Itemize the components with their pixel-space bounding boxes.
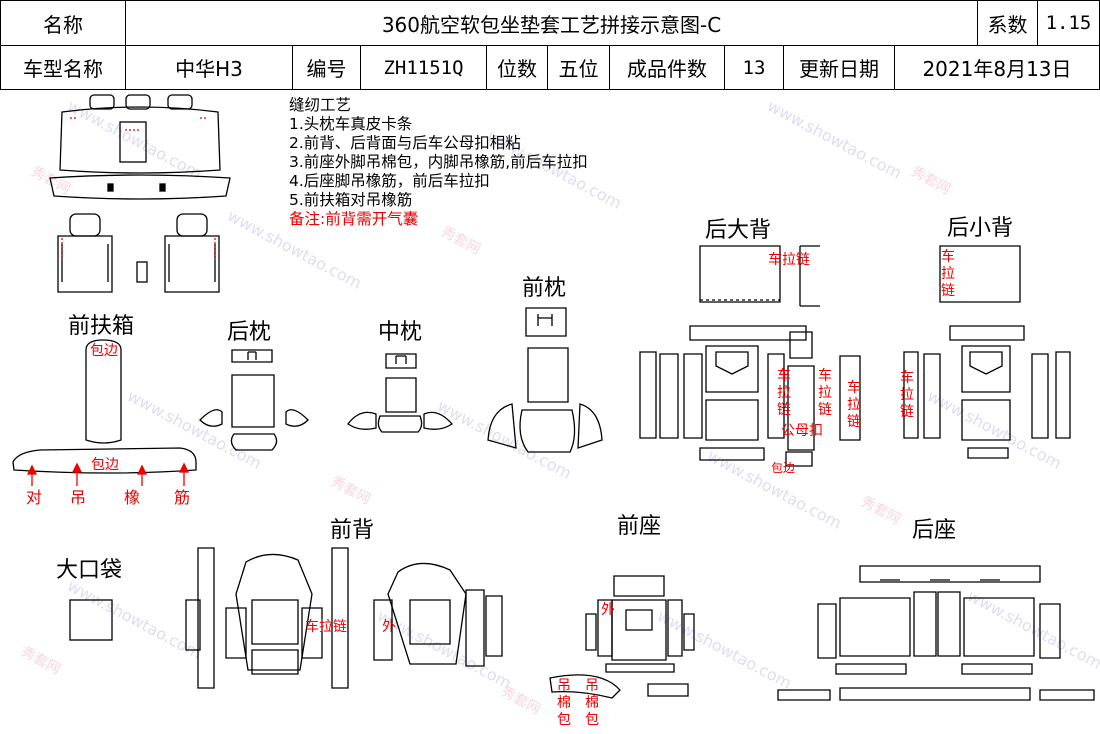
note-item: 5.前扶箱对吊橡筋 [289,191,413,209]
elastic-arrows [26,462,190,486]
date-value: 2021年8月13日 [894,45,1100,90]
annotation-outer: 外 [382,619,396,635]
front-seat-parts [549,575,695,699]
annotation-zipper: 车拉链 [305,619,347,635]
model-value: 中华H3 [125,45,293,90]
annotation-zipper: 车拉链 [818,368,832,418]
front-armrest-parts [12,339,197,474]
rear-headrest-parts [199,349,309,451]
note-item: 2.前背、后背面与后车公母扣相粘 [289,134,521,152]
annotation-zipper: 车拉链 [768,252,810,268]
annotation-zipper: 车拉链 [941,249,955,299]
header-table: 名称 360航空软包坐垫套工艺拼接示意图-C 系数 1.15 车型名称 中华H3… [0,0,1100,90]
annotation-binding: 包边 [90,343,118,359]
seats-value: 五位 [547,45,610,90]
annotation-cotton-pad: 吊棉包 [585,678,599,728]
annotation-elastic-char: 橡 [124,488,141,507]
note-item: 3.前座外脚吊棉包，内脚吊橡筋,前后车拉扣 [289,153,588,171]
big-pocket-part [69,599,113,641]
middle-headrest-parts [347,353,453,433]
annotation-snap: 公母扣 [781,423,823,439]
label-big-pocket: 大口袋 [56,558,123,583]
annotation-outer: 外 [601,602,615,618]
coefficient-label: 系数 [977,0,1038,46]
label-rear-seat: 后座 [912,518,957,543]
annotation-binding: 包边 [91,457,119,473]
annotation-cotton-pad: 吊棉包 [557,678,571,728]
date-label: 更新日期 [783,45,895,90]
label-front-back: 前背 [330,518,375,543]
label-rear-small-back: 后小背 [947,216,1014,241]
notes-remark: 备注:前背需开气囊 [289,210,419,228]
label-front-headrest: 前枕 [522,276,567,301]
code-label: 编号 [292,45,361,90]
note-item: 1.头枕车真皮卡条 [289,115,413,133]
front-back-parts [185,547,503,689]
sewing-notes: 缝纫工艺 1.头枕车真皮卡条 2.前背、后背面与后车公母扣相粘 3.前座外脚吊棉… [289,96,588,229]
front-headrest-parts [487,307,603,453]
notes-heading: 缝纫工艺 [289,96,352,114]
rear-big-back-parts [639,245,861,467]
overview-front-seats [57,213,220,293]
rear-seat-parts [777,565,1095,701]
label-rear-headrest: 后枕 [227,320,272,345]
annotation-zipper: 车拉链 [777,368,791,418]
annotation-zipper: 车拉链 [847,380,861,430]
rear-small-back-parts [903,245,1071,459]
label-rear-big-back: 后大背 [705,218,772,243]
label-front-seat: 前座 [617,514,662,539]
annotation-elastic-char: 对 [26,488,43,507]
note-item: 4.后座脚吊橡筋，前后车拉扣 [289,172,490,190]
annotation-zipper: 车拉链 [900,370,914,420]
annotation-binding: 包边 [771,461,796,475]
label-middle-headrest: 中枕 [378,320,423,345]
annotation-elastic-char: 筋 [174,488,191,507]
overview-rear-bench [49,94,231,200]
annotation-elastic-char: 吊 [70,488,87,507]
label-front-armrest: 前扶箱 [68,314,135,339]
